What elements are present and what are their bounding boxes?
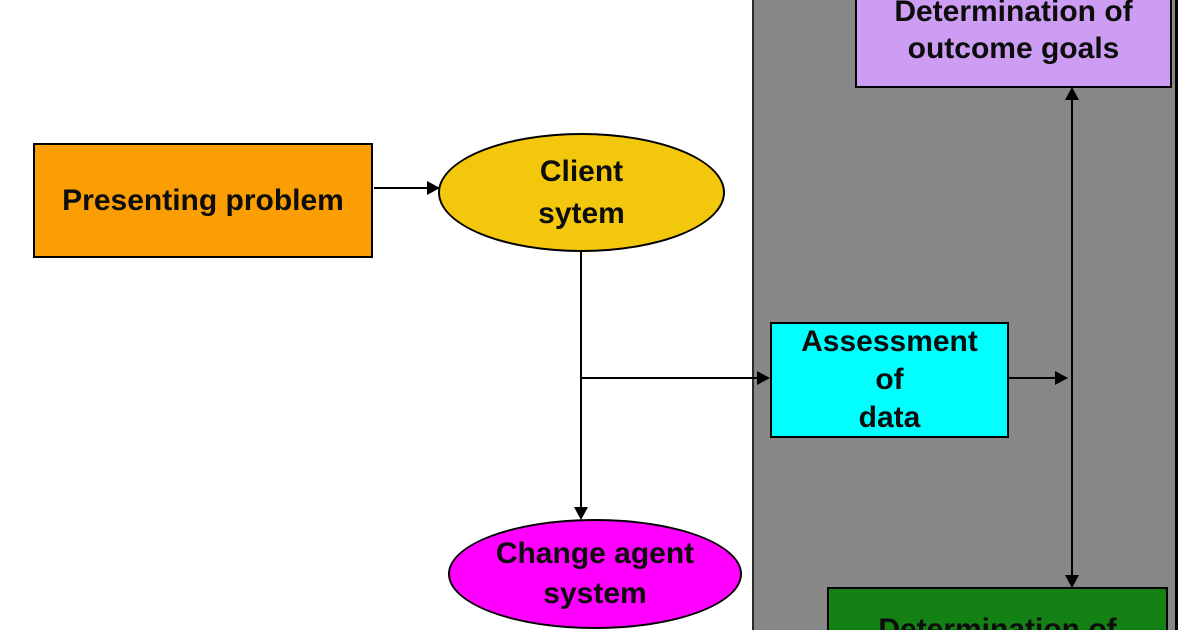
node-presenting-problem: Presenting problem bbox=[33, 143, 373, 258]
node-determination-bottom: Determination of bbox=[827, 587, 1168, 630]
arrow-client-to-assessment bbox=[580, 377, 758, 379]
node-change-agent-label-line2: system bbox=[543, 577, 647, 610]
node-client-system-label-line2: sytem bbox=[538, 196, 625, 230]
double-arrow-outcome-to-determination bbox=[1071, 99, 1073, 576]
node-client-system-label-line1: Client bbox=[539, 154, 624, 188]
arrowhead-up-icon bbox=[1065, 87, 1079, 100]
node-outcome-goals-label-line1: Determination of bbox=[894, 0, 1133, 28]
node-client-system: Client sytem bbox=[438, 133, 725, 252]
node-presenting-problem-label: Presenting problem bbox=[62, 184, 344, 217]
arrow-client-to-change-agent bbox=[580, 252, 582, 508]
node-determination-of-outcome-goals: Determination of outcome goals bbox=[855, 0, 1172, 88]
node-outcome-goals-label-line2: outcome goals bbox=[907, 32, 1120, 65]
arrowhead-right-icon bbox=[1055, 371, 1068, 385]
arrowhead-right-icon bbox=[757, 371, 770, 385]
node-change-agent-label-line1: Change agent bbox=[495, 537, 695, 570]
arrow-presenting-to-client bbox=[374, 187, 428, 189]
process-panel bbox=[752, 0, 1178, 630]
arrowhead-down-icon bbox=[1065, 575, 1079, 588]
arrow-assessment-to-determination-link bbox=[1008, 377, 1056, 379]
node-assessment-label-line1: Assessment bbox=[801, 325, 978, 358]
node-determination-bottom-label-line1: Determination of bbox=[878, 613, 1117, 630]
arrowhead-down-icon bbox=[574, 507, 588, 520]
arrowhead-right-icon bbox=[427, 181, 440, 195]
node-assessment-of-data: Assessment of data bbox=[770, 322, 1009, 438]
node-change-agent-system: Change agent system bbox=[448, 519, 742, 629]
node-assessment-label-line2: of bbox=[875, 363, 904, 396]
node-assessment-label-line3: data bbox=[858, 401, 921, 434]
